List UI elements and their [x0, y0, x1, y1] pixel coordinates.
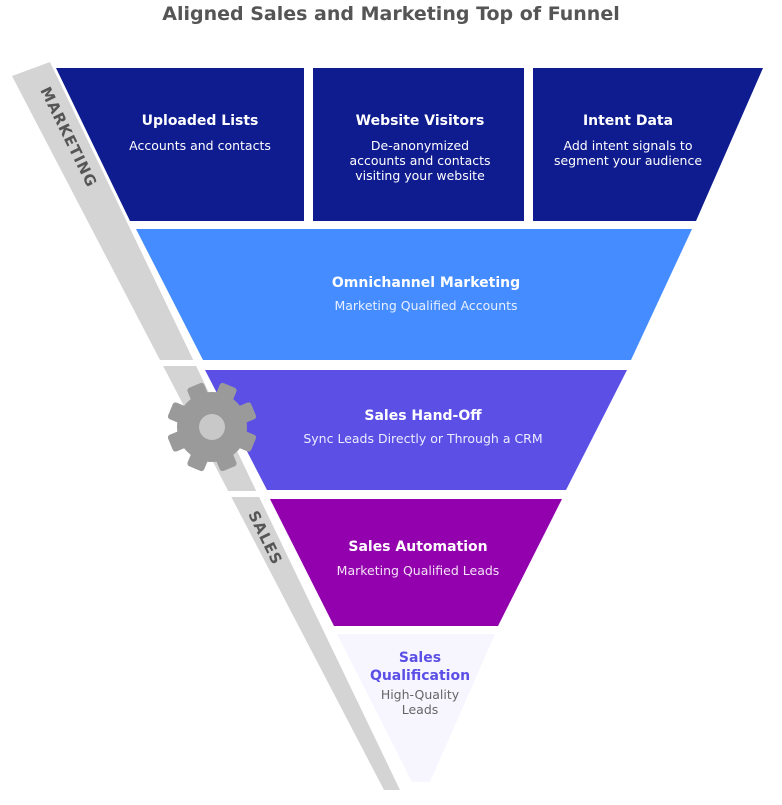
stage-sales-qualification [337, 634, 495, 782]
stage-desc: Marketing Qualified Leads [337, 563, 500, 578]
stage-desc: Sync Leads Directly or Through a CRM [303, 431, 542, 446]
top-box-desc: accounts and contacts [349, 153, 490, 168]
stage-sales-automation [270, 499, 562, 626]
top-box-heading: Website Visitors [356, 113, 485, 129]
gear-icon [167, 382, 257, 472]
top-box-desc: visiting your website [355, 168, 485, 183]
top-box-uploaded-lists-text: Uploaded Lists Accounts and contacts [129, 113, 271, 153]
stage-heading: Qualification [370, 668, 470, 684]
top-box-desc: Accounts and contacts [129, 138, 271, 153]
stage-heading: Omnichannel Marketing [332, 275, 520, 291]
top-box-website-visitors [313, 68, 524, 221]
stage-heading: Sales Hand-Off [364, 408, 482, 424]
top-box-intent-data-text: Intent Data Add intent signals to segmen… [554, 113, 702, 168]
stage-omnichannel-marketing [136, 229, 692, 360]
top-box-heading: Intent Data [583, 113, 673, 129]
stage-desc: Marketing Qualified Accounts [334, 298, 517, 313]
top-box-intent-data [533, 68, 763, 221]
top-box-website-visitors-text: Website Visitors De-anonymized accounts … [349, 113, 490, 183]
page-title: Aligned Sales and Marketing Top of Funne… [162, 3, 620, 25]
top-box-uploaded-lists [56, 68, 304, 221]
stage-heading: Sales [399, 650, 441, 666]
stage-desc: Leads [402, 702, 439, 717]
stage-sales-hand-off [205, 370, 627, 490]
top-box-heading: Uploaded Lists [142, 113, 259, 129]
top-box-desc: De-anonymized [371, 138, 469, 153]
top-box-desc: segment your audience [554, 153, 702, 168]
stage-desc: High-Quality [381, 687, 460, 702]
top-box-desc: Add intent signals to [564, 138, 693, 153]
stage-heading: Sales Automation [348, 539, 487, 555]
